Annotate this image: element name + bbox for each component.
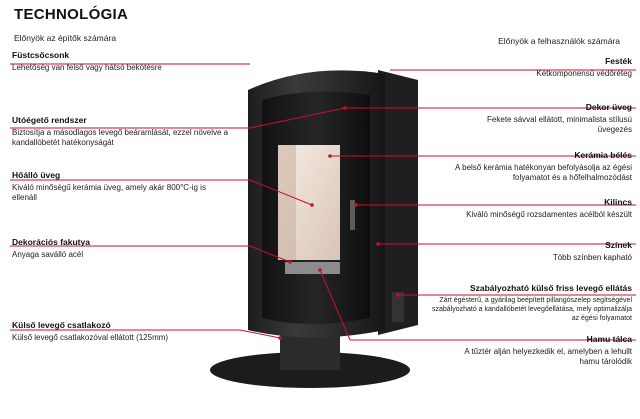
feature-desc: Zárt égésterű, a gyárilag beépített pill…: [431, 297, 632, 322]
feature-desc: Kiváló minőségű rozsdamentes acélból kés…: [466, 210, 632, 219]
firebox-shadow: [278, 145, 296, 260]
feature-heading: Hamu tálca: [586, 334, 632, 344]
feature-desc: Biztosítja a másodlagos levegő beáramlás…: [12, 128, 229, 147]
feature-desc: Fekete sávval ellátott, minimalista stíl…: [487, 115, 632, 134]
feature-right: Kilincs Kiváló minőségű rozsdamentes acé…: [432, 197, 632, 220]
back-vent: [392, 292, 404, 322]
feature-heading: Külső levegő csatlakozó: [12, 320, 111, 330]
feature-right: Szabályozható külső friss levegő ellátás…: [427, 283, 632, 323]
feature-right: Kerámia bélés A belső kerámia hatékonyan…: [432, 150, 632, 183]
stove-back-panel: [378, 70, 418, 335]
subtitle-right: Előnyök a felhasználók számára: [498, 36, 620, 46]
feature-left: Füstcsőcsonk Lehetőség van felső vagy há…: [12, 50, 242, 73]
feature-desc: A tűztér alján helyezkedik el, amelyben …: [464, 347, 632, 366]
feature-desc: Anyaga saválló acél: [12, 250, 84, 259]
feature-heading: Kerámia bélés: [574, 150, 632, 160]
feature-right: Festék Kétkomponensű védőréteg: [432, 56, 632, 79]
feature-desc: Több színben kapható: [552, 253, 632, 262]
feature-left: Dekorációs fakutya Anyaga saválló acél: [12, 237, 242, 260]
feature-desc: Lehetőség van felső vagy hátsó bekötésre: [12, 63, 162, 72]
subtitle-left: Előnyök az építők számára: [14, 33, 117, 43]
feature-desc: Kétkomponensű védőréteg: [536, 69, 632, 78]
feature-heading: Utóégető rendszer: [12, 115, 87, 125]
feature-desc: Külső levegő csatlakozóval ellátott (125…: [12, 333, 169, 342]
feature-right: Hamu tálca A tűztér alján helyezkedik el…: [462, 334, 632, 367]
feature-desc: A belső kerámia hatékonyan befolyásolja …: [455, 163, 632, 182]
feature-right: Dekor üveg Fekete sávval ellátott, minim…: [462, 102, 632, 135]
feature-heading: Szabályozható külső friss levegő ellátás: [469, 283, 632, 293]
page-title: TECHNOLÓGIA: [14, 6, 129, 23]
feature-left: Hőálló üveg Kiváló minőségű kerámia üveg…: [12, 170, 217, 203]
feature-heading: Kilincs: [604, 197, 632, 207]
feature-heading: Füstcsőcsonk: [12, 50, 70, 60]
feature-heading: Festék: [605, 56, 632, 66]
feature-heading: Dekorációs fakutya: [12, 237, 90, 247]
feature-right: Színek Több színben kapható: [432, 240, 632, 263]
feature-heading: Dekor üveg: [585, 102, 632, 112]
feature-left: Külső levegő csatlakozó Külső levegő csa…: [12, 320, 242, 343]
feature-left: Utóégető rendszer Biztosítja a másodlago…: [12, 115, 242, 148]
fire-dog: [285, 262, 340, 274]
door-handle: [350, 200, 355, 230]
feature-heading: Színek: [605, 240, 632, 250]
feature-desc: Kiváló minőségű kerámia üveg, amely akár…: [12, 183, 206, 202]
feature-heading: Hőálló üveg: [12, 170, 61, 180]
